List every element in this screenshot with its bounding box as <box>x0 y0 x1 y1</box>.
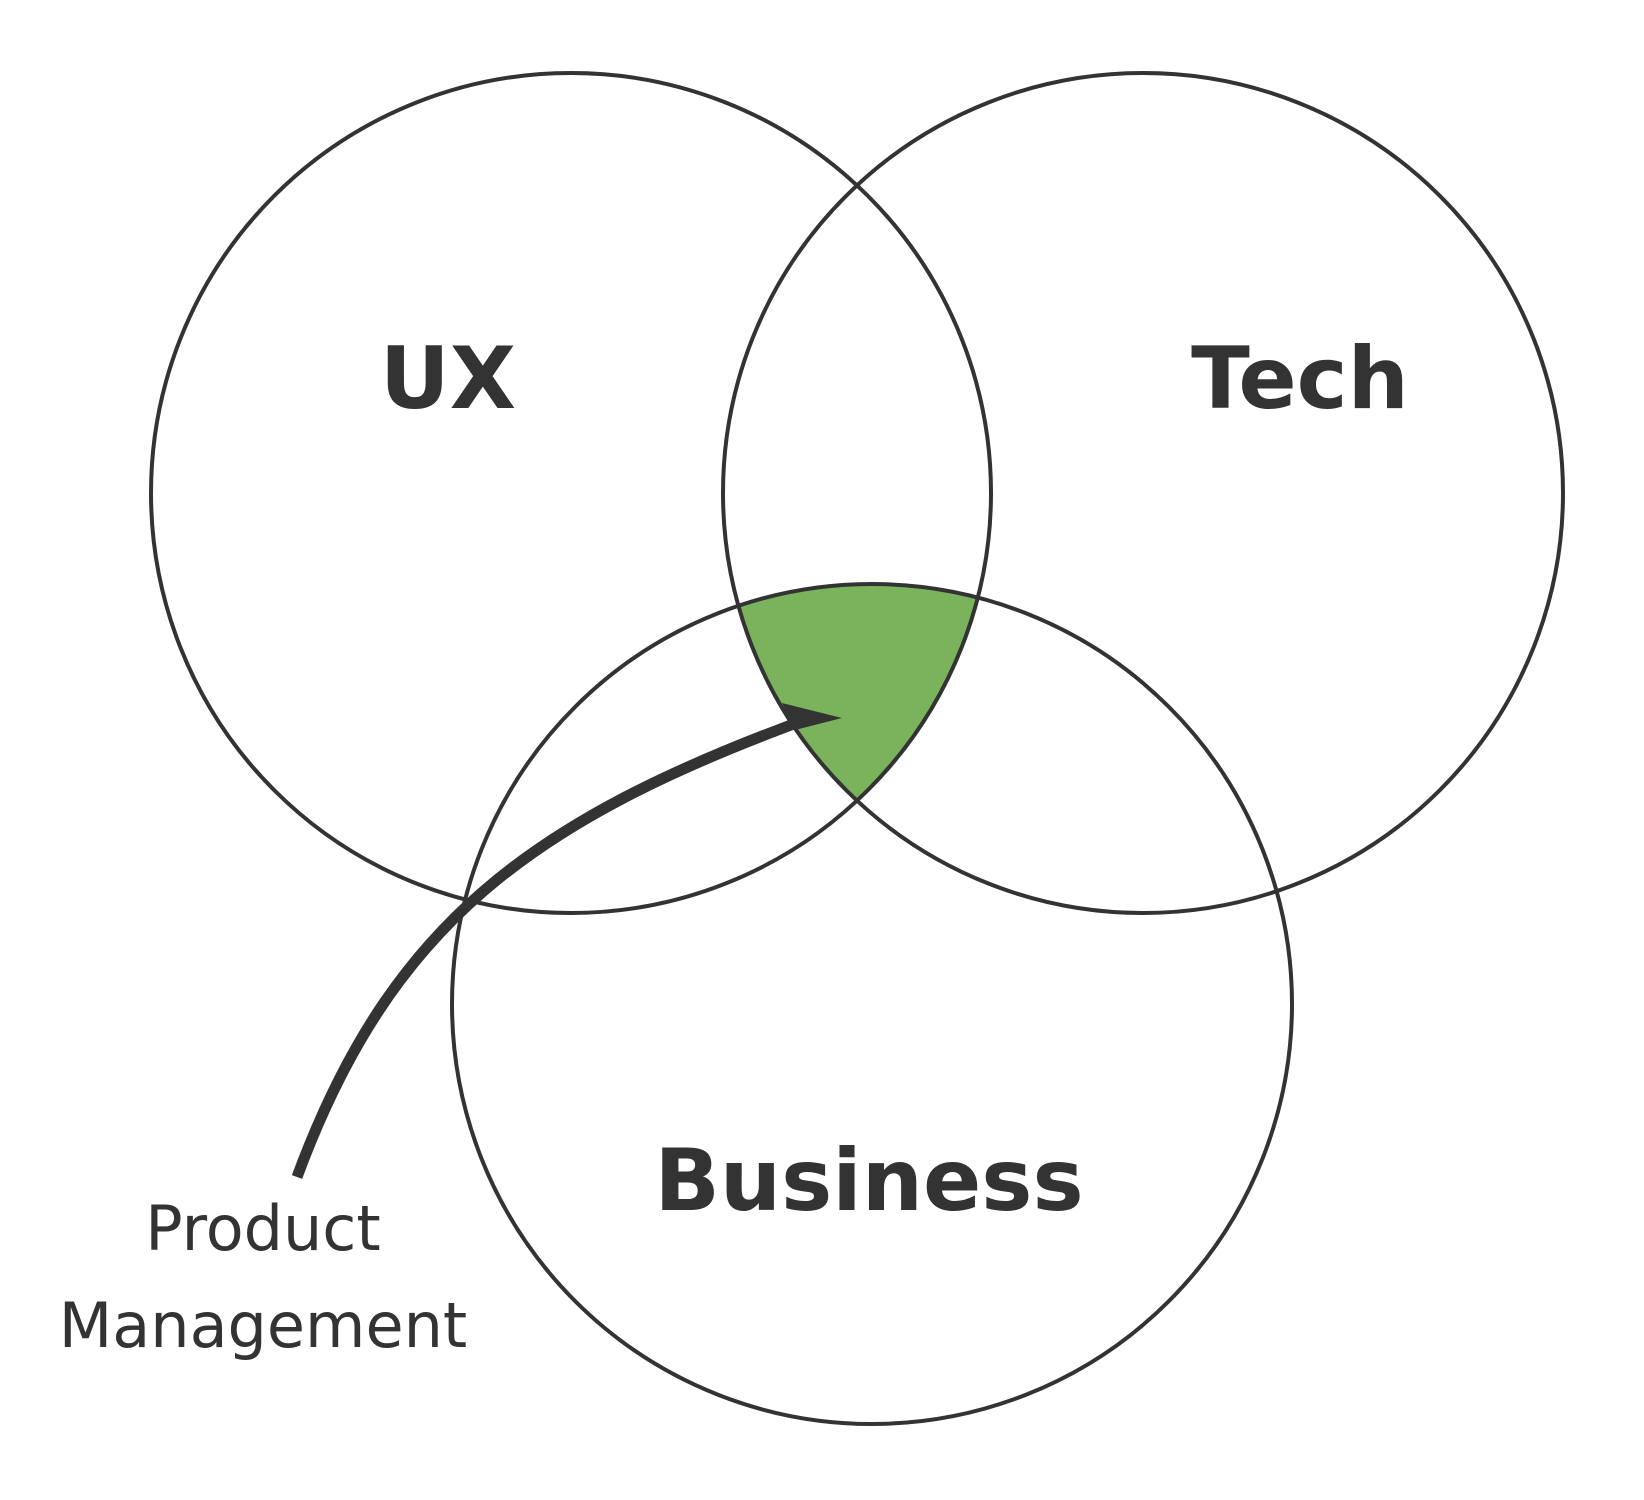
business-label: Business <box>654 1131 1083 1231</box>
intersection-group-ux <box>723 584 991 913</box>
tech-circle <box>721 71 1565 915</box>
business-circle <box>450 582 1294 1426</box>
triple-intersection-highlight <box>723 584 991 913</box>
intersection-group-tech <box>723 584 991 913</box>
ux-circle <box>149 71 993 915</box>
annotation-line-2: Management <box>59 1289 467 1362</box>
tech-label: Tech <box>1191 329 1409 429</box>
ux-label: UX <box>380 329 516 429</box>
arrow-head-icon <box>782 703 842 730</box>
annotation-line-1: Product <box>145 1192 380 1265</box>
arrow-shaft <box>291 712 812 1179</box>
